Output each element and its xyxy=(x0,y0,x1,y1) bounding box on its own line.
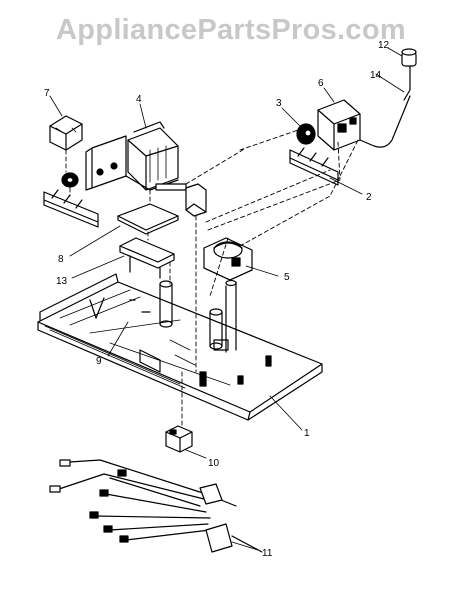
callout-10: 10 xyxy=(208,458,220,469)
callout-3: 3 xyxy=(276,98,282,109)
thermostat-part-6 xyxy=(317,95,411,151)
board-posts xyxy=(159,279,237,353)
transformer-part-4 xyxy=(85,121,187,191)
clip-part-7 xyxy=(49,115,83,151)
callout-8: 8 xyxy=(58,254,64,265)
callout-13: 13 xyxy=(56,276,68,287)
callout-14: 14 xyxy=(370,70,382,81)
control-board-part-1 xyxy=(37,273,323,421)
watermark: AppliancePartsPros.com xyxy=(56,14,406,46)
knob-left xyxy=(61,172,79,188)
mounting-rail-left xyxy=(43,189,99,228)
callout-4: 4 xyxy=(136,94,142,105)
leader-lines xyxy=(49,47,405,551)
callout-5: 5 xyxy=(284,272,290,283)
knob-part-3 xyxy=(296,123,316,145)
mounting-rail-right xyxy=(289,147,339,186)
clip-small xyxy=(185,183,207,217)
plate-part-8 xyxy=(117,203,179,235)
callout-7: 7 xyxy=(44,88,50,99)
callout-1: 1 xyxy=(304,428,310,439)
callout-9: 9 xyxy=(96,356,102,367)
sensor-part-12 xyxy=(401,48,417,101)
callout-2: 2 xyxy=(366,192,372,203)
relay-part-10 xyxy=(165,425,193,453)
callout-labels: 7 4 3 6 14 12 2 5 8 13 9 1 10 11 xyxy=(44,40,390,559)
assembly-guide-lines xyxy=(65,127,359,427)
wire-harness-part-11 xyxy=(49,459,263,553)
callout-12: 12 xyxy=(378,40,390,51)
callout-6: 6 xyxy=(318,78,324,89)
callout-11: 11 xyxy=(262,548,273,559)
bracket-part-13 xyxy=(119,237,175,279)
assembly-part-5 xyxy=(203,237,253,281)
